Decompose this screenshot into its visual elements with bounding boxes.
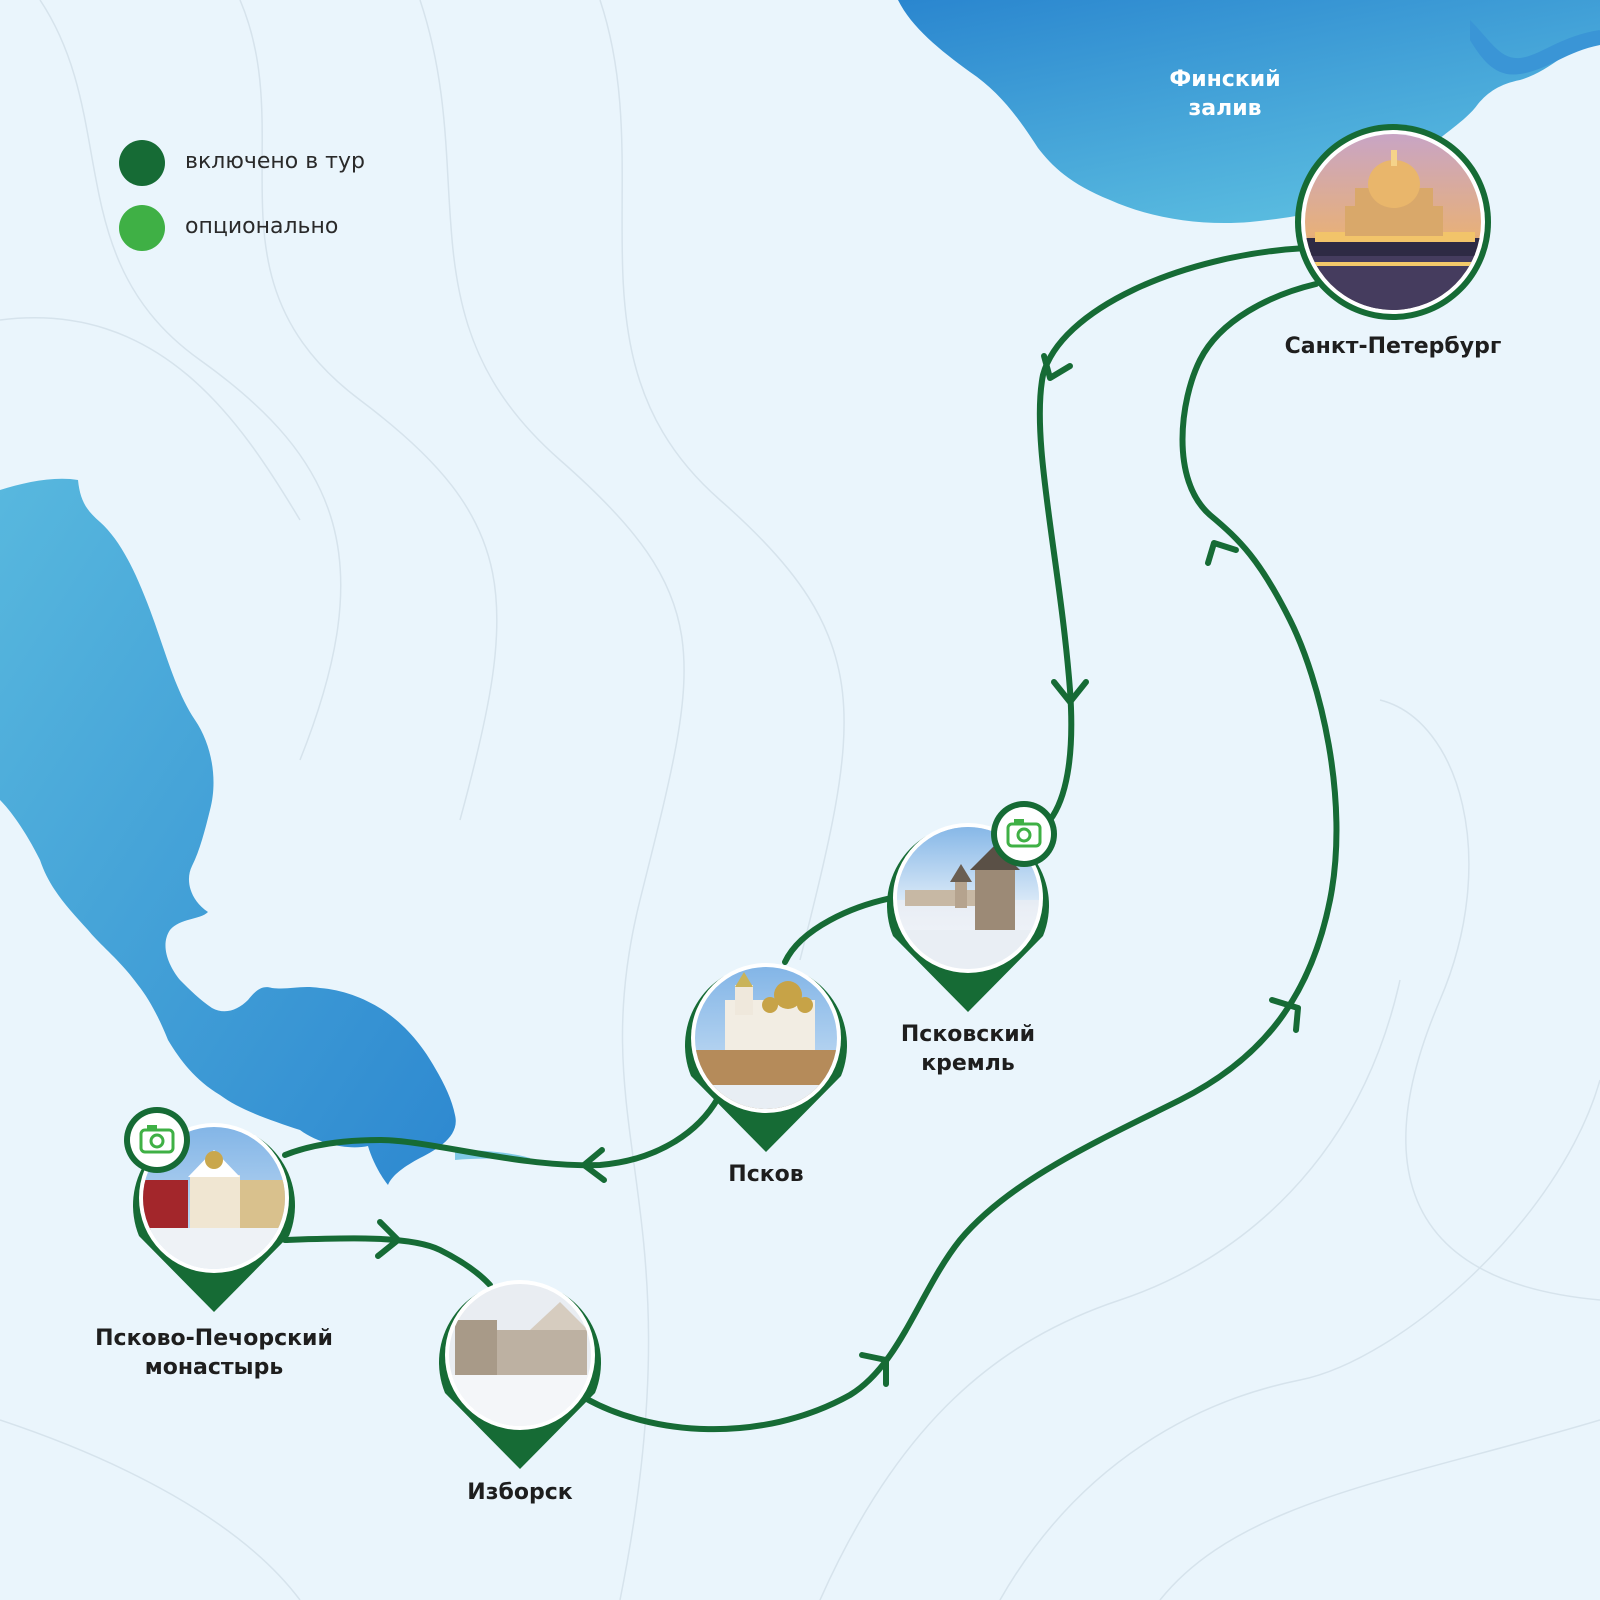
route-kremlin-to-pskov [782, 893, 905, 965]
arrow-3 [581, 1147, 607, 1183]
label-spb: Санкт-Петербург [1284, 334, 1502, 359]
label-pskov-kremlin: Псковский кремль [900, 1022, 1036, 1076]
pechory-camera-badge[interactable] [124, 1107, 190, 1173]
gulf-of-finland [898, 0, 1600, 224]
st-isaacs-cathedral-night-photo [1305, 134, 1481, 310]
legend-included-dot [119, 140, 165, 186]
route-arrows [375, 353, 1301, 1387]
route-pskov-to-pechory [282, 1095, 721, 1169]
legend-optional-label: опционально [185, 214, 339, 239]
kremlin-camera-badge[interactable] [991, 801, 1057, 867]
route-izborsk-to-spb [582, 281, 1340, 1433]
place-spb[interactable] [1295, 124, 1491, 320]
label-pechory-monastery: Псково-Печорский монастырь [95, 1326, 333, 1380]
gulf-label: Финский залив [1169, 67, 1281, 121]
legend-included-label: включено в тур [185, 149, 365, 174]
lake-peipus [0, 478, 456, 1185]
neva-river [1470, 20, 1600, 75]
arrow-1 [1041, 353, 1073, 381]
arrow-4 [375, 1219, 401, 1259]
place-izborsk[interactable] [439, 1280, 601, 1469]
route-spb-to-kremlin [1036, 245, 1309, 823]
arrow-6 [1269, 997, 1301, 1033]
route-pechory-to-izborsk [282, 1235, 493, 1288]
arrow-2 [1051, 679, 1089, 705]
label-pskov: Псков [728, 1162, 804, 1187]
arrow-7 [1205, 540, 1239, 566]
label-izborsk: Изборск [467, 1480, 573, 1505]
legend-optional-dot [119, 205, 165, 251]
tour-route [282, 245, 1340, 1433]
place-pskov[interactable] [685, 960, 850, 1152]
arrow-5 [859, 1352, 889, 1387]
